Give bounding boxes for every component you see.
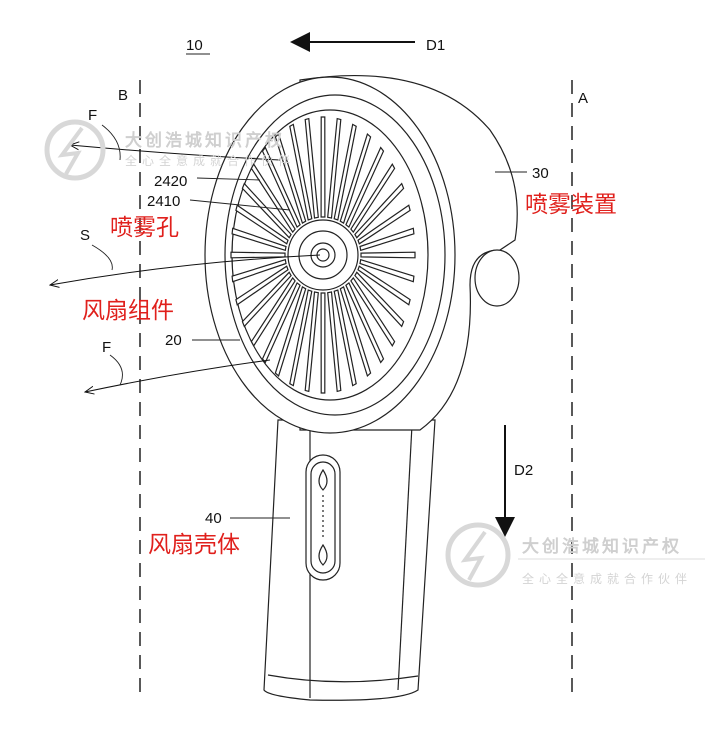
ref-30: 30: [532, 165, 549, 182]
fan-blade: [359, 258, 415, 283]
annotation-spray-hole: 喷雾孔: [110, 215, 179, 241]
annotation-fan-assembly: 风扇组件: [82, 298, 174, 324]
leader-lines: [91, 53, 527, 519]
fan-blade: [289, 289, 313, 387]
fan-blade: [327, 291, 342, 393]
fan-blade: [354, 271, 405, 328]
label-a: A: [578, 90, 588, 107]
fan-blade: [350, 163, 396, 234]
fan-blade: [357, 265, 411, 306]
fan-blade: [231, 227, 287, 252]
fan-head: [204, 75, 520, 434]
fan-blade: [304, 291, 319, 393]
fan-blade: [241, 271, 292, 328]
flow-f-top-arrow: [70, 145, 281, 161]
fan-housing-handle: [263, 419, 436, 701]
fan-blade: [333, 289, 357, 387]
fan-blade: [235, 265, 289, 306]
watermark-name: 大创浩城知识产权: [522, 536, 682, 557]
fan-blade: [320, 292, 326, 394]
ref-20: 20: [165, 332, 182, 349]
ref-40: 40: [205, 510, 222, 527]
flow-s-arrow: [50, 254, 321, 285]
fan-blade: [235, 204, 289, 245]
ref-2420: 2420: [154, 173, 187, 190]
fan-blade: [241, 182, 292, 239]
fan-blade: [320, 116, 326, 218]
ref-10: 10: [186, 37, 203, 54]
fan-blade: [250, 276, 296, 347]
label-f-top: F: [88, 107, 97, 124]
annotation-spray-device: 喷雾装置: [525, 192, 617, 218]
watermark-slogan: 全心全意成就合作伙伴: [522, 571, 692, 586]
fan-blade: [261, 146, 301, 229]
fan-blade: [231, 258, 287, 283]
fan-blade: [359, 227, 415, 252]
fan-blade: [354, 182, 405, 239]
fan-blade: [304, 117, 319, 219]
label-d2: D2: [514, 462, 533, 479]
watermark-name: 大创浩城知识产权: [125, 130, 285, 151]
fan-blade: [230, 251, 286, 259]
fan-blade: [274, 286, 307, 377]
fan-blade: [274, 133, 307, 224]
label-s: S: [80, 227, 90, 244]
watermark-slogan: 全心全意成就合作伙伴: [125, 153, 295, 168]
fan-blade: [339, 286, 372, 377]
fan-blade: [327, 117, 342, 219]
fan-blade: [360, 251, 416, 259]
fan-blade: [357, 204, 411, 245]
watermark-top: 大创浩城知识产权 全心全意成就合作伙伴: [44, 119, 295, 181]
watermark-bottom: 大创浩城知识产权 全心全意成就合作伙伴: [445, 522, 705, 588]
flow-f-bottom-arrow: [85, 359, 271, 392]
fan-blade: [250, 163, 296, 234]
fan-blade: [261, 281, 301, 364]
fan-blade: [289, 123, 313, 221]
fan-blade: [345, 146, 385, 229]
annotation-fan-housing: 风扇壳体: [148, 532, 240, 558]
fan-blade: [339, 133, 372, 224]
fan-blade: [333, 123, 357, 221]
label-d1: D1: [426, 37, 445, 54]
label-f-bottom: F: [102, 339, 111, 356]
fan-blade: [345, 281, 385, 364]
ref-2410: 2410: [147, 193, 180, 210]
label-b: B: [118, 87, 128, 104]
fan-blade: [350, 276, 396, 347]
